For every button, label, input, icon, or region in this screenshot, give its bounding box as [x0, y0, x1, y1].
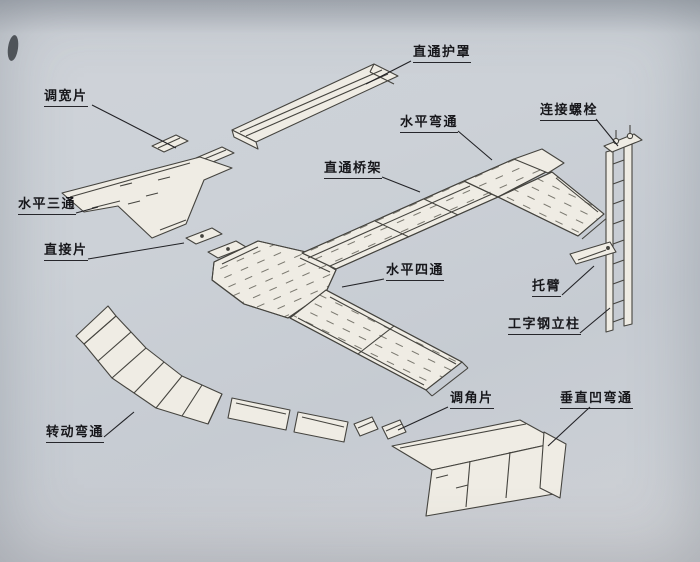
- right-run-drawing: [497, 171, 609, 240]
- bottom-run-drawing: [227, 397, 349, 443]
- label-width-adjusting-piece: 调宽片: [44, 90, 88, 107]
- horizontal-tee-drawing: [61, 156, 233, 239]
- label-angle-adjusting-piece: 调角片: [450, 392, 494, 409]
- straight-tray-drawing: [301, 180, 499, 270]
- label-straight-through-tray: 直通桥架: [324, 162, 383, 179]
- horizontal-cross-drawing: [211, 240, 337, 319]
- connecting-bolt-drawing: [603, 125, 643, 153]
- horizontal-elbow-drawing: [463, 148, 565, 198]
- label-vertical-concave-elbow: 垂直凹弯通: [560, 392, 633, 409]
- leader-lines: [75, 60, 619, 447]
- label-horizontal-tee: 水平三通: [18, 198, 77, 215]
- support-arm-drawing: [569, 241, 617, 265]
- label-rotating-elbow: 转动弯通: [46, 426, 105, 443]
- label-straight-connector-plate: 直接片: [44, 244, 88, 261]
- rotating-elbow-drawing: [75, 305, 223, 425]
- label-i-beam-column: 工字钢立柱: [508, 318, 581, 335]
- label-support-arm: 托臂: [532, 280, 562, 297]
- photo-blemish: [7, 35, 19, 61]
- label-connecting-bolt: 连接螺栓: [540, 104, 599, 121]
- vertical-concave-elbow-drawing: [391, 419, 567, 517]
- down-tray-drawing: [289, 289, 469, 397]
- label-straight-through-cover: 直通护罩: [413, 46, 472, 63]
- label-horizontal-cross: 水平四通: [386, 264, 445, 281]
- label-horizontal-elbow: 水平弯通: [400, 116, 459, 133]
- i-beam-column-drawing: [605, 143, 633, 333]
- angle-pieces-drawing: [353, 416, 407, 440]
- straight-cover-drawing: [231, 63, 399, 150]
